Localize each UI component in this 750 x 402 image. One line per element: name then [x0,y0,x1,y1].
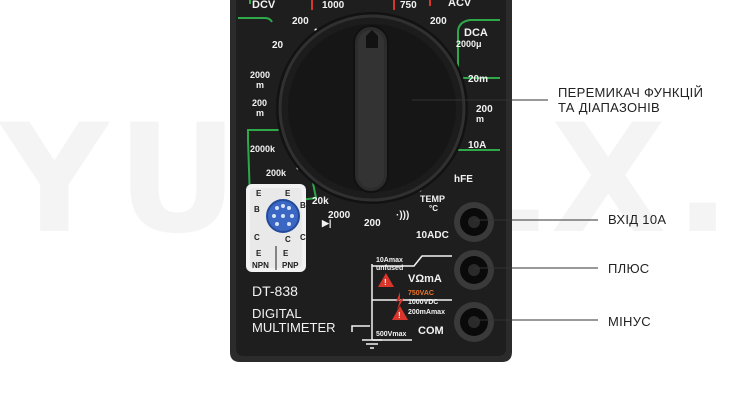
pin-e4: E [283,249,289,258]
svg-text:!: ! [398,311,401,320]
jack-vohm[interactable] [454,250,494,290]
pin-b: B [254,205,260,214]
label-750vac: 750VAC [408,290,434,297]
label-m1: m [256,80,264,90]
label-temp: TEMP [420,194,445,204]
callout-minus: МІНУС [608,314,651,329]
warning-icon-2: ! [392,306,408,320]
pin-c3: C [285,235,291,244]
label-temp-c: °C [429,204,438,213]
callout-switch-line1: ПЕРЕМИКАЧ ФУНКЦІЙ [558,85,704,100]
label-2000k: 2000k [250,144,276,154]
label-unfused: unfused [376,265,403,272]
label-dcv-20: 20 [272,40,284,51]
label-acv-200: 200 [430,16,447,27]
label-vohm: VΩmA [408,273,442,285]
label-pnp: PNP [282,261,299,270]
pin-b2: B [300,201,306,210]
title-multimeter: MULTIMETER [252,320,336,335]
label-10a: 10A [468,140,486,151]
label-500vmax: 500Vmax [376,331,406,338]
pin-e2: E [256,249,262,258]
label-dca-200: 200 [476,104,493,115]
label-10adc: 10ADC [416,230,449,241]
label-m3: m [476,114,484,124]
warning-icon: ! [378,273,394,287]
label-hfe: hFE [454,174,473,185]
label-20m: 20m [468,74,488,85]
label-acv: ACV [448,0,472,9]
rotary-switch[interactable] [276,12,468,204]
pin-e1: E [256,189,262,198]
svg-text:!: ! [384,278,387,287]
label-ohm-200: 200 [364,218,381,229]
label-diode: ▶| [321,218,331,228]
pin-c2: C [300,233,306,242]
callout-switch: ПЕРЕМИКАЧ ФУНКЦІЙ ТА ДІАПАЗОНІВ [558,85,703,115]
label-m2: m [256,108,264,118]
lightning-icon [396,292,404,310]
callout-lines [412,99,598,321]
callout-switch-line2: ТА ДІАПАЗОНІВ [558,100,660,115]
label-1000vdc: 1000VDC [408,299,438,306]
label-200m: 200 [252,98,267,108]
callout-plus: ПЛЮС [608,261,650,276]
label-750: 750 [400,0,417,11]
title-digital: DIGITAL [252,306,302,321]
model-number: DT-838 [252,283,298,299]
pin-e3: E [285,189,291,198]
label-2000u: 2000μ [456,39,482,49]
label-dca: DCA [464,27,488,39]
label-com: COM [418,325,444,337]
label-2000m: 2000 [250,70,270,80]
knob-arrow-icon [366,30,378,48]
label-200k: 200k [266,168,287,178]
label-dcv: DCV [252,0,276,11]
label-npn: NPN [252,261,269,270]
label-20k: 20k [312,196,329,207]
pin-c1: C [254,233,260,242]
jack-com[interactable] [454,302,494,342]
transistor-socket[interactable]: E B C E E B C C E NPN PNP [246,184,306,272]
label-buzzer: ·))) [396,210,409,221]
label-dcv-200: 200 [292,16,309,27]
label-ohm-2000: 2000 [328,210,351,221]
ground-icon [362,339,382,349]
callout-input-10a: ВХІД 10А [608,212,667,227]
label-1000: 1000 [322,0,345,11]
label-10amax: 10Amax [376,257,403,264]
label-200mamax: 200mAmax [408,309,445,316]
jack-10a[interactable] [454,202,494,242]
